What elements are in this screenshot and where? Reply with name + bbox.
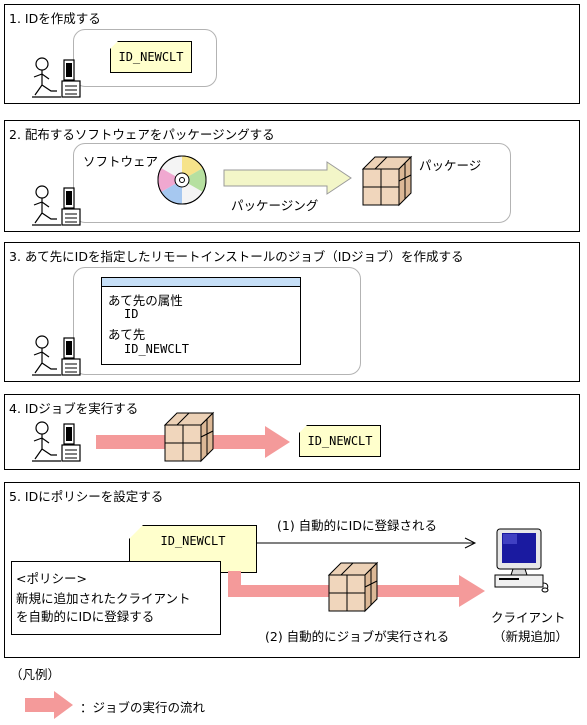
id-tag-label: ID_NEWCLT [160,534,226,548]
step-4-title: 4. IDジョブを実行する [9,401,139,416]
policy-box: <ポリシー> 新規に追加されたクライアント を自動的にIDに登録する [11,561,221,635]
job-form-titlebar [102,278,300,287]
step-2-title: 2. 配布するソフトウェアをパッケージングする [9,127,275,142]
legend-title: （凡例） [10,667,61,682]
auto-job-label: (2) 自動的にジョブが実行される [265,629,450,644]
package-icon [361,155,413,207]
cd-icon [157,155,207,205]
operator-icon [31,335,83,379]
step-1-panel: 1. IDを作成する ID_NEWCLT [4,4,580,104]
policy-heading: <ポリシー> [16,571,87,586]
legend-arrow [25,691,73,719]
packaging-arrow [223,161,352,195]
client-sub-label: （新規追加） [493,629,569,644]
form-line-attr-heading: あて先の属性 [108,293,183,308]
step-4-panel: 4. IDジョブを実行する ID_NEWCLT [4,394,580,470]
package-label: パッケージ [419,158,482,173]
id-tag-label: ID_NEWCLT [307,434,373,448]
software-label: ソフトウェア [83,154,159,169]
policy-line-2: を自動的にIDに登録する [16,609,155,624]
auto-register-label: (1) 自動的にIDに登録される [277,518,437,533]
client-computer-icon [494,528,549,593]
operator-icon [31,57,83,101]
packaging-label: パッケージング [231,198,319,213]
register-arrow [257,537,477,549]
step-5-title: 5. IDにポリシーを設定する [9,489,164,504]
operator-icon [31,421,83,465]
id-tag-label: ID_NEWCLT [118,50,184,64]
id-tag: ID_NEWCLT [110,41,192,73]
step-3-panel: 3. あて先にIDを指定したリモートインストールのジョブ（IDジョブ）を作成する… [4,242,580,382]
form-line-dest-heading: あて先 [108,327,146,342]
job-form: あて先の属性 ID あて先 ID_NEWCLT [101,277,301,365]
legend-arrow-desc: ：ジョブの実行の流れ [80,700,206,715]
step-5-panel: 5. IDにポリシーを設定する ID_NEWCLT (1) 自動的にIDに登録さ… [4,482,580,658]
step-1-title: 1. IDを作成する [9,11,101,26]
step-3-title: 3. あて先にIDを指定したリモートインストールのジョブ（IDジョブ）を作成する [9,249,464,264]
id-tag: ID_NEWCLT [299,425,381,457]
form-line-dest-value: ID_NEWCLT [124,342,190,356]
policy-line-1: 新規に追加されたクライアント [16,591,191,606]
operator-icon [31,185,83,229]
step-2-panel: 2. 配布するソフトウェアをパッケージングする ソフトウェア パッケージング パ… [4,120,580,232]
client-label: クライアント [491,610,566,625]
package-icon [163,411,215,463]
package-icon [327,561,379,613]
form-line-attr-value: ID [124,307,139,321]
